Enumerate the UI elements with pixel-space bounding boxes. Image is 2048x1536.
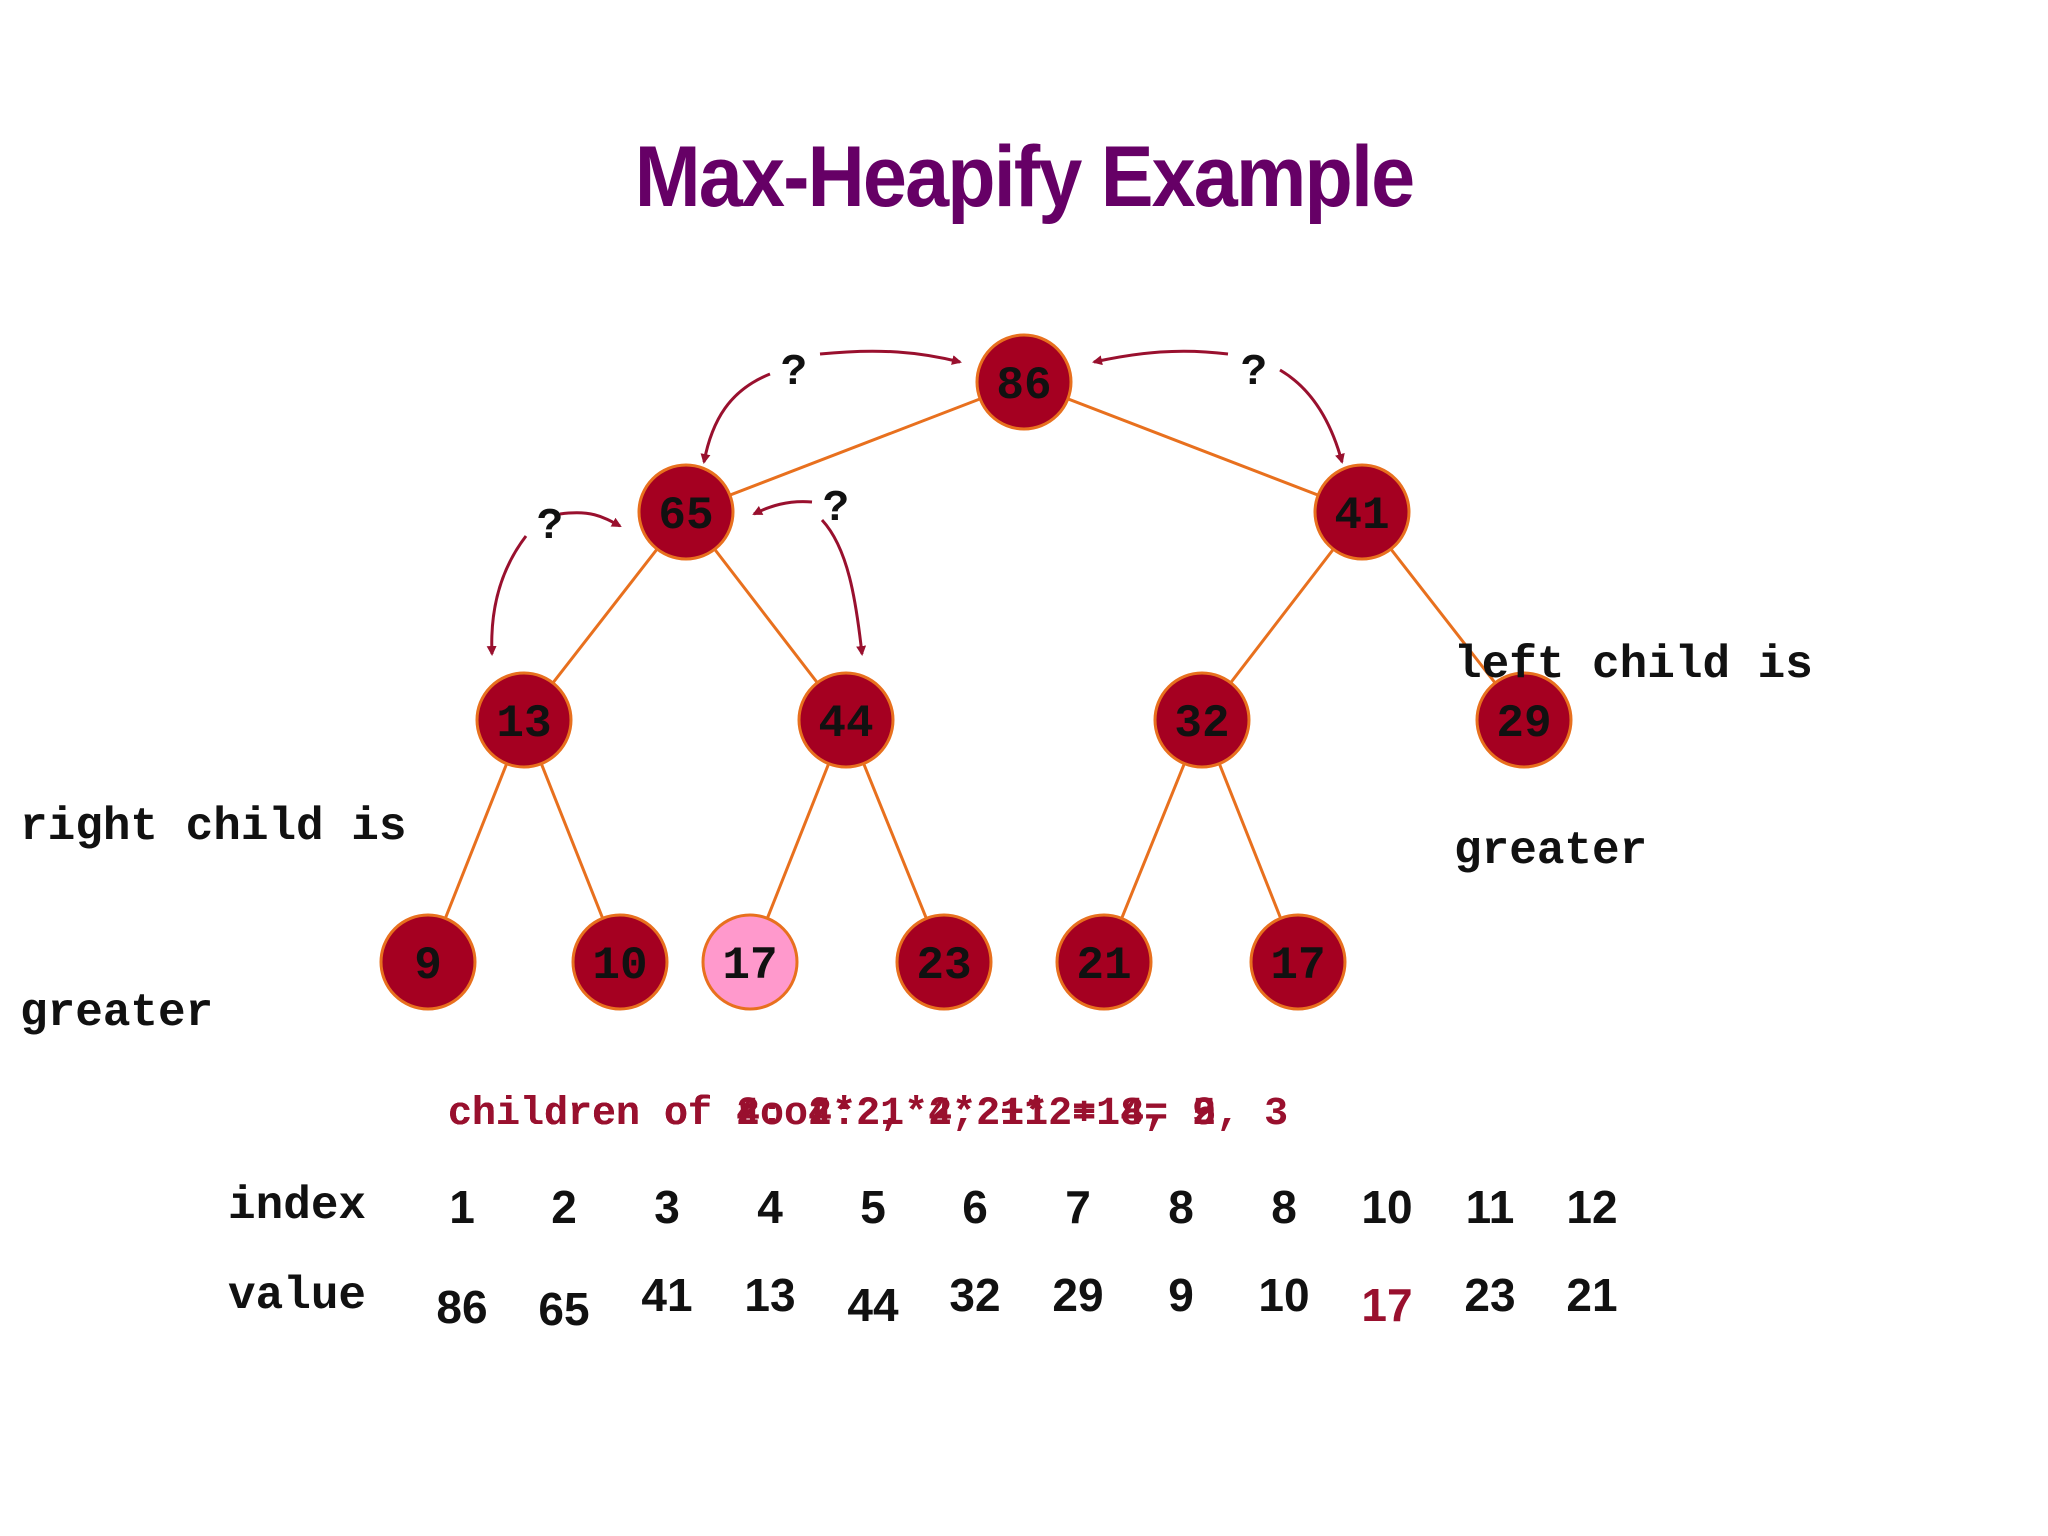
tree-node: 44 (797, 671, 895, 769)
tree-node: 10 (571, 913, 669, 1011)
tree-edge (1023, 380, 1363, 514)
left-child-note: left child is greater (1454, 510, 1813, 944)
comparison-question-mark: ? (1241, 348, 1267, 398)
node-circle (1475, 671, 1573, 769)
comparison-question-mark: ? (823, 484, 849, 534)
value-cell: 9 (1168, 1269, 1194, 1321)
value-cell: 41 (641, 1269, 693, 1321)
tree-node: 9 (379, 913, 477, 1011)
node-label: 10 (592, 940, 647, 992)
node-circle (1055, 913, 1153, 1011)
index-cell: 12 (1566, 1181, 1618, 1233)
node-circle (975, 333, 1073, 431)
node-label: 17 (1270, 940, 1325, 992)
tree-node: 17 (701, 913, 799, 1011)
tree-node: 86 (975, 333, 1073, 431)
index-cell: 6 (962, 1181, 988, 1233)
node-label: 44 (818, 698, 873, 750)
compare-arrow (819, 349, 962, 365)
node-label: 41 (1334, 490, 1389, 542)
node-circle (1313, 463, 1411, 561)
index-cell: 10 (1361, 1181, 1413, 1233)
value-cell: 10 (1258, 1269, 1310, 1321)
index-cell: 1 (449, 1181, 475, 1233)
tree-node: 29 (1475, 671, 1573, 769)
right-child-note-line-2: greater (20, 987, 214, 1039)
tree-node: 23 (895, 913, 993, 1011)
value-row-label: value (228, 1270, 367, 1322)
right-child-note: right child is greater (20, 672, 406, 1106)
value-cell: 86 (436, 1281, 488, 1333)
value-cell: 13 (744, 1269, 796, 1321)
node-label: 23 (916, 940, 971, 992)
node-circle (1153, 671, 1251, 769)
slide-title: Max-Heapify Example (634, 129, 1415, 225)
value-cell: 44 (847, 1279, 899, 1331)
node-label: 21 (1076, 940, 1131, 992)
comparison-question-mark: ? (781, 348, 807, 398)
node-label: 29 (1496, 698, 1551, 750)
compare-arrow (1279, 368, 1345, 464)
compare-arrow (752, 500, 813, 516)
tree-node: 21 (1055, 913, 1153, 1011)
node-label: 65 (658, 490, 713, 542)
index-cell: 11 (1465, 1181, 1515, 1233)
comparison-question-mark: ? (537, 502, 563, 552)
index-cell: 5 (860, 1181, 886, 1233)
value-cell: 17 (1361, 1279, 1413, 1331)
node-label: 17 (722, 940, 777, 992)
right-child-note-line-1: right child is (20, 801, 407, 853)
left-child-note-line-1: left child is (1454, 639, 1813, 691)
compare-arrow (820, 518, 867, 656)
node-circle (637, 463, 735, 561)
tree-node: 32 (1153, 671, 1251, 769)
value-cell: 65 (538, 1283, 590, 1335)
compare-arrow (700, 372, 771, 464)
node-label: 9 (414, 940, 442, 992)
highlighted-node-circle (701, 913, 799, 1011)
compare-arrow (559, 511, 622, 528)
index-cell: 8 (1271, 1181, 1297, 1233)
caption-children-of-root: children of root: 1*2, 1*2+1 = 2, 3 (448, 1092, 1289, 1137)
left-child-note-line-2: greater (1454, 825, 1648, 877)
tree-edge (685, 380, 1025, 514)
index-cell: 2 (551, 1181, 577, 1233)
index-cell: 7 (1065, 1181, 1091, 1233)
tree-node: 41 (1313, 463, 1411, 561)
tree-node: 17 (1249, 913, 1347, 1011)
tree-node: 13 (475, 671, 573, 769)
caption-children-of-4: children of 4: 4*2, 4*2+1 = 8, 9 (448, 1092, 1217, 1137)
node-circle (475, 671, 573, 769)
index-cell: 3 (654, 1181, 680, 1233)
node-circle (895, 913, 993, 1011)
tree-node: 65 (637, 463, 735, 561)
index-row-label: index (228, 1180, 367, 1232)
value-cell: 21 (1566, 1269, 1618, 1321)
compare-arrow (486, 535, 528, 656)
node-label: 13 (496, 698, 551, 750)
node-circle (797, 671, 895, 769)
compare-arrow (1092, 349, 1229, 366)
index-cell: 8 (1168, 1181, 1194, 1233)
node-label: 32 (1174, 698, 1229, 750)
node-circle (571, 913, 669, 1011)
value-cell: 29 (1052, 1269, 1104, 1321)
node-circle (1249, 913, 1347, 1011)
node-circle (379, 913, 477, 1011)
value-cell: 32 (949, 1269, 1001, 1321)
node-label: 86 (996, 360, 1051, 412)
index-cell: 4 (757, 1181, 783, 1233)
value-cell: 23 (1464, 1269, 1516, 1321)
caption-children-of-2: children of 2: 2*2, 2*2+1 = 4, 5 (448, 1092, 1217, 1137)
